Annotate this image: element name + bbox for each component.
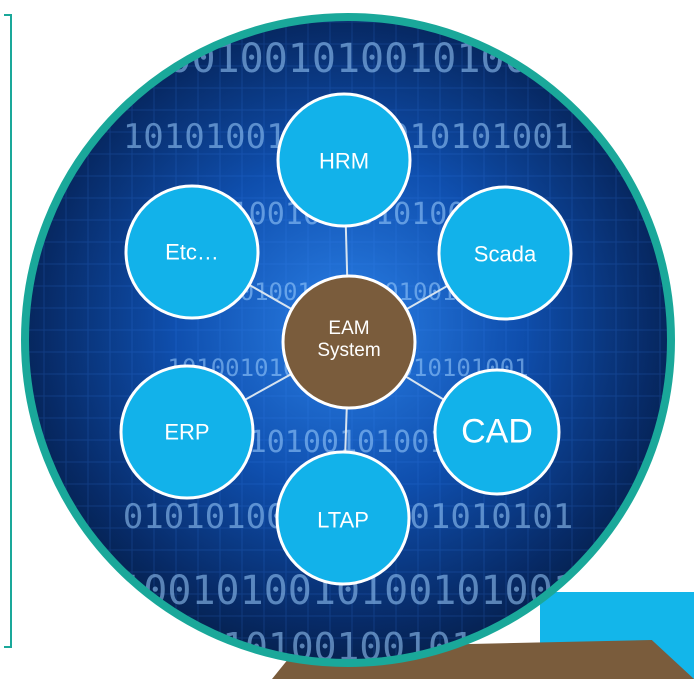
- node-cad: [433, 368, 561, 496]
- center-node-eam-system: [281, 274, 417, 410]
- node-label-erp: ERP: [164, 419, 210, 445]
- node-hrm: [276, 92, 412, 228]
- node-label-ltap: LTAP: [317, 507, 369, 533]
- node-etc: [124, 184, 260, 320]
- node-label-scada: Scada: [473, 241, 537, 267]
- node-label-hrm: HRM: [318, 148, 370, 174]
- node-ltap: [275, 450, 411, 586]
- center-node-label: EAM System: [317, 318, 381, 361]
- nodes: [119, 92, 573, 586]
- node-label-etc: Etc…: [165, 239, 219, 265]
- outer-ring: [21, 13, 675, 667]
- node-scada: [437, 185, 573, 321]
- left-frame-border: [4, 14, 12, 648]
- node-erp: [119, 364, 255, 500]
- node-label-cad: CAD: [461, 412, 533, 451]
